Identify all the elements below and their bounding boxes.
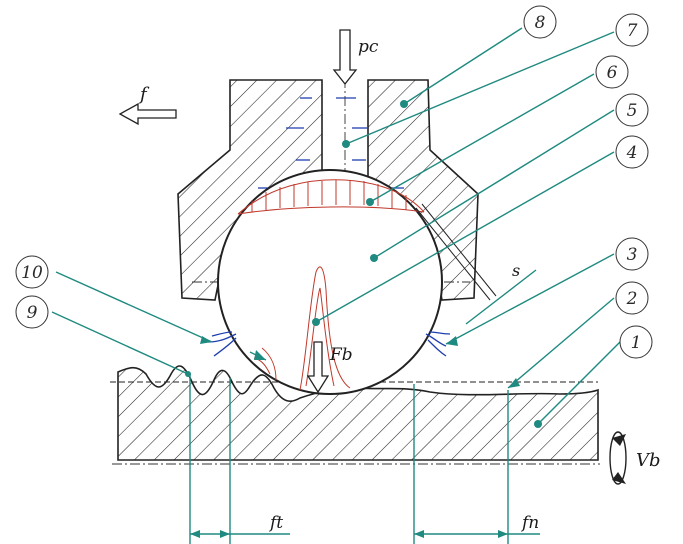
callout-8: [523, 5, 557, 39]
callout-9: [15, 295, 49, 329]
fb-force-arrow: [306, 341, 330, 394]
svg-text:10: 10: [21, 263, 43, 283]
svg-text:5: 5: [627, 101, 638, 121]
svg-text:3: 3: [627, 245, 638, 265]
callout-4: [615, 135, 649, 169]
label-vb: Vb: [636, 450, 661, 471]
callout-leaders: [51, 27, 621, 428]
svg-text:9: 9: [27, 303, 38, 323]
callout-3: [615, 237, 649, 271]
label-ft: ft: [268, 513, 283, 533]
rotation-arrow: [609, 431, 627, 485]
feed-arrow: [118, 102, 177, 126]
pc-force-arrow: [332, 29, 358, 86]
callout-2: [615, 281, 649, 315]
label-s: s: [512, 261, 520, 280]
svg-text:7: 7: [627, 21, 638, 41]
svg-text:6: 6: [607, 63, 618, 83]
callout-1: [619, 325, 653, 359]
label-f: f: [138, 84, 150, 105]
label-fn: fn: [520, 513, 539, 533]
callout-circles: 8 7 6 5 4 3 2 1 10 9: [15, 5, 653, 359]
dimension-lines: [189, 374, 540, 544]
svg-text:2: 2: [626, 289, 638, 309]
callout-6: [595, 55, 629, 89]
pressure-distribution: [237, 179, 425, 215]
svg-text:4: 4: [626, 143, 638, 163]
fluid-chamber: [258, 97, 404, 189]
callout-7: [615, 13, 649, 47]
workpiece-hatched-body: [117, 365, 599, 461]
callout-10: [15, 255, 49, 289]
svg-text:8: 8: [535, 13, 546, 33]
burnishing-ball: [217, 169, 443, 395]
callout-5: [615, 93, 649, 127]
svg-text:1: 1: [631, 333, 642, 353]
label-fb: Fb: [329, 345, 353, 365]
label-pc: pc: [358, 37, 379, 57]
contact-pressure-curve: [299, 266, 351, 391]
gap-leak: [415, 203, 497, 301]
